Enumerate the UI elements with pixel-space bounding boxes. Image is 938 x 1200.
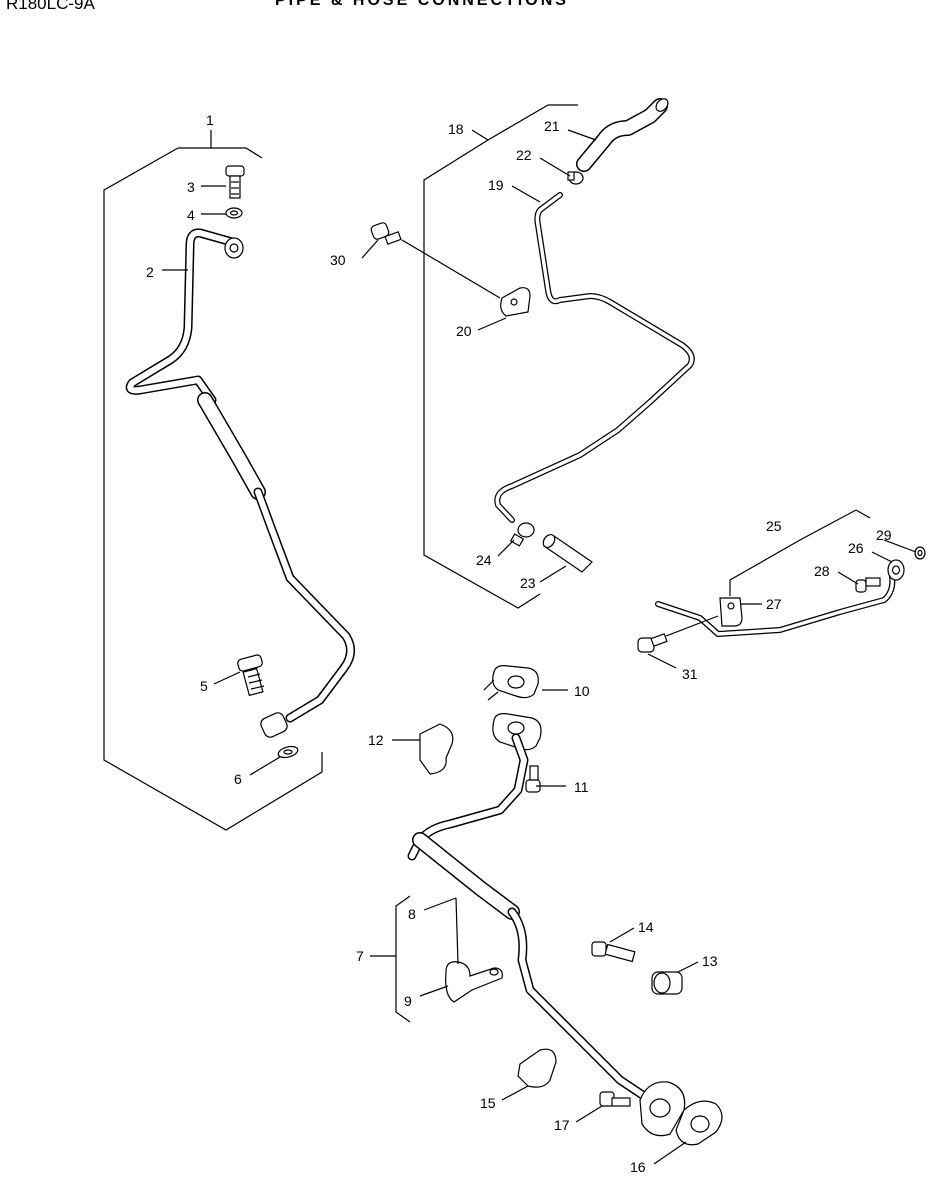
- part-16-gasket: [639, 1081, 723, 1146]
- part-15-clip: [517, 1048, 557, 1088]
- callout-14: 14: [638, 919, 654, 935]
- part-31-bolt: [637, 615, 719, 653]
- part-13-spacer: [651, 971, 683, 995]
- callout-30: 30: [330, 252, 346, 268]
- part-2-hose-assembly: [125, 228, 355, 738]
- part-9-clamp: [445, 961, 503, 1003]
- part-14-bolt: [591, 941, 636, 963]
- part-28-bolt: [855, 577, 881, 593]
- part-23-sleeve: [542, 533, 593, 573]
- callout-25: 25: [766, 518, 782, 534]
- part-29-washer: [914, 546, 926, 560]
- callout-17: 17: [554, 1117, 570, 1133]
- callout-12: 12: [368, 732, 384, 748]
- callout-29: 29: [876, 527, 892, 543]
- callout-28: 28: [814, 563, 830, 579]
- part-10-gasket: [483, 665, 539, 701]
- leaders-group-25: [647, 539, 917, 669]
- group-18-bracket: [423, 104, 578, 609]
- part-6-washer: [277, 745, 299, 759]
- part-22-clamp: [567, 171, 584, 185]
- callout-8: 8: [408, 906, 416, 922]
- callout-26: 26: [848, 540, 864, 556]
- callout-9: 9: [404, 993, 412, 1009]
- leaders-group-1: [162, 185, 281, 776]
- part-27-clip: [719, 597, 743, 627]
- part-24-clamp: [509, 522, 535, 547]
- callout-6: 6: [234, 771, 242, 787]
- group-25-bracket: [729, 509, 871, 596]
- callout-4: 4: [187, 207, 195, 223]
- part-25-pipe: [655, 573, 896, 637]
- part-21-hose: [576, 98, 669, 172]
- page-title: PIPE & HOSE CONNECTIONS: [275, 0, 569, 9]
- callout-11: 11: [574, 779, 589, 795]
- model-code: R180LC-9A: [6, 0, 95, 13]
- part-4-washer: [225, 207, 243, 219]
- callout-13: 13: [702, 953, 718, 969]
- callout-16: 16: [630, 1159, 646, 1175]
- part-20-clip: [500, 287, 531, 317]
- part-8-tube-flange: [407, 713, 655, 1105]
- part-12-clip: [419, 723, 454, 775]
- callout-20: 20: [456, 323, 472, 339]
- callout-10: 10: [574, 683, 590, 699]
- callout-31: 31: [682, 666, 698, 682]
- callout-labels: 1 2 3 4 5 6 7 8 9 10 11 12 13 14 15 16 1…: [146, 112, 892, 1175]
- callout-2: 2: [146, 264, 154, 280]
- part-19-pipe: [494, 192, 695, 523]
- leaders-group-18: [361, 129, 597, 583]
- part-5-banjo-bolt: [237, 654, 265, 697]
- callout-21: 21: [544, 118, 560, 134]
- part-11-bolt: [525, 765, 541, 793]
- leaders-lower: [392, 689, 699, 1165]
- callout-22: 22: [516, 147, 532, 163]
- callout-27: 27: [766, 596, 782, 612]
- callout-15: 15: [480, 1095, 496, 1111]
- callout-3: 3: [187, 179, 195, 195]
- part-26-fitting: [887, 559, 905, 581]
- part-17-bolt: [599, 1091, 631, 1107]
- group-7-bracket: [370, 895, 411, 1023]
- part-3-banjo-bolt: [225, 165, 245, 199]
- callout-23: 23: [520, 575, 536, 591]
- callout-19: 19: [488, 177, 504, 193]
- part-30-bolt: [370, 222, 501, 299]
- callout-24: 24: [476, 552, 492, 568]
- callout-7: 7: [356, 948, 364, 964]
- callout-1: 1: [206, 112, 214, 128]
- callout-18: 18: [448, 121, 464, 137]
- callout-5: 5: [200, 678, 208, 694]
- group-1-bracket: [103, 130, 323, 831]
